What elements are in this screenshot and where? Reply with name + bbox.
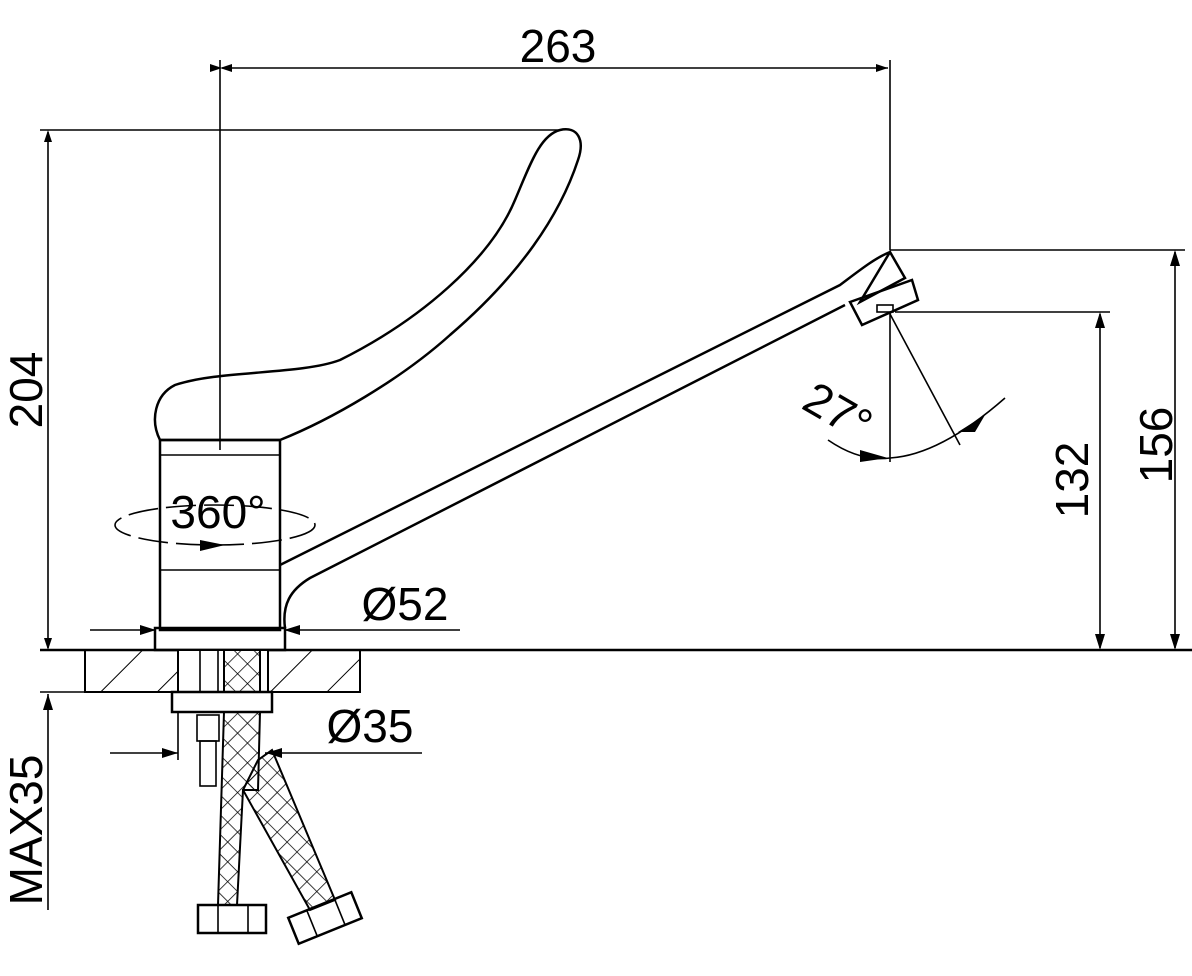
dimension-label-52: Ø52 xyxy=(362,578,449,630)
dimension-label-132: 132 xyxy=(1046,442,1098,519)
hose-nut-left xyxy=(196,903,268,935)
spout xyxy=(279,249,920,629)
dimension-label-max35: MAX35 xyxy=(0,755,52,906)
dimension-label-263: 263 xyxy=(520,20,597,72)
dimension-156: 156 xyxy=(890,249,1185,650)
dimension-204: 204 xyxy=(0,129,560,650)
rotation-indicator: 360° xyxy=(114,486,316,551)
angle-label: 27° xyxy=(795,371,881,451)
supply-hoses xyxy=(196,649,364,946)
rotation-label: 360° xyxy=(170,486,265,538)
angle-27: 27° xyxy=(795,312,1006,462)
dimension-label-35: Ø35 xyxy=(327,700,414,752)
lever-handle xyxy=(153,128,582,442)
dimension-label-204: 204 xyxy=(0,352,52,429)
countertop xyxy=(40,648,1192,714)
dimension-35: Ø35 xyxy=(110,700,422,760)
dimension-label-156: 156 xyxy=(1130,407,1182,484)
dimension-52: Ø52 xyxy=(90,578,460,635)
hose-nut-right xyxy=(286,890,364,946)
dimension-132: 132 xyxy=(895,311,1110,650)
dimension-max35: MAX35 xyxy=(0,694,53,910)
mounting-stud xyxy=(196,649,220,787)
dimension-263: 263 xyxy=(210,20,891,450)
